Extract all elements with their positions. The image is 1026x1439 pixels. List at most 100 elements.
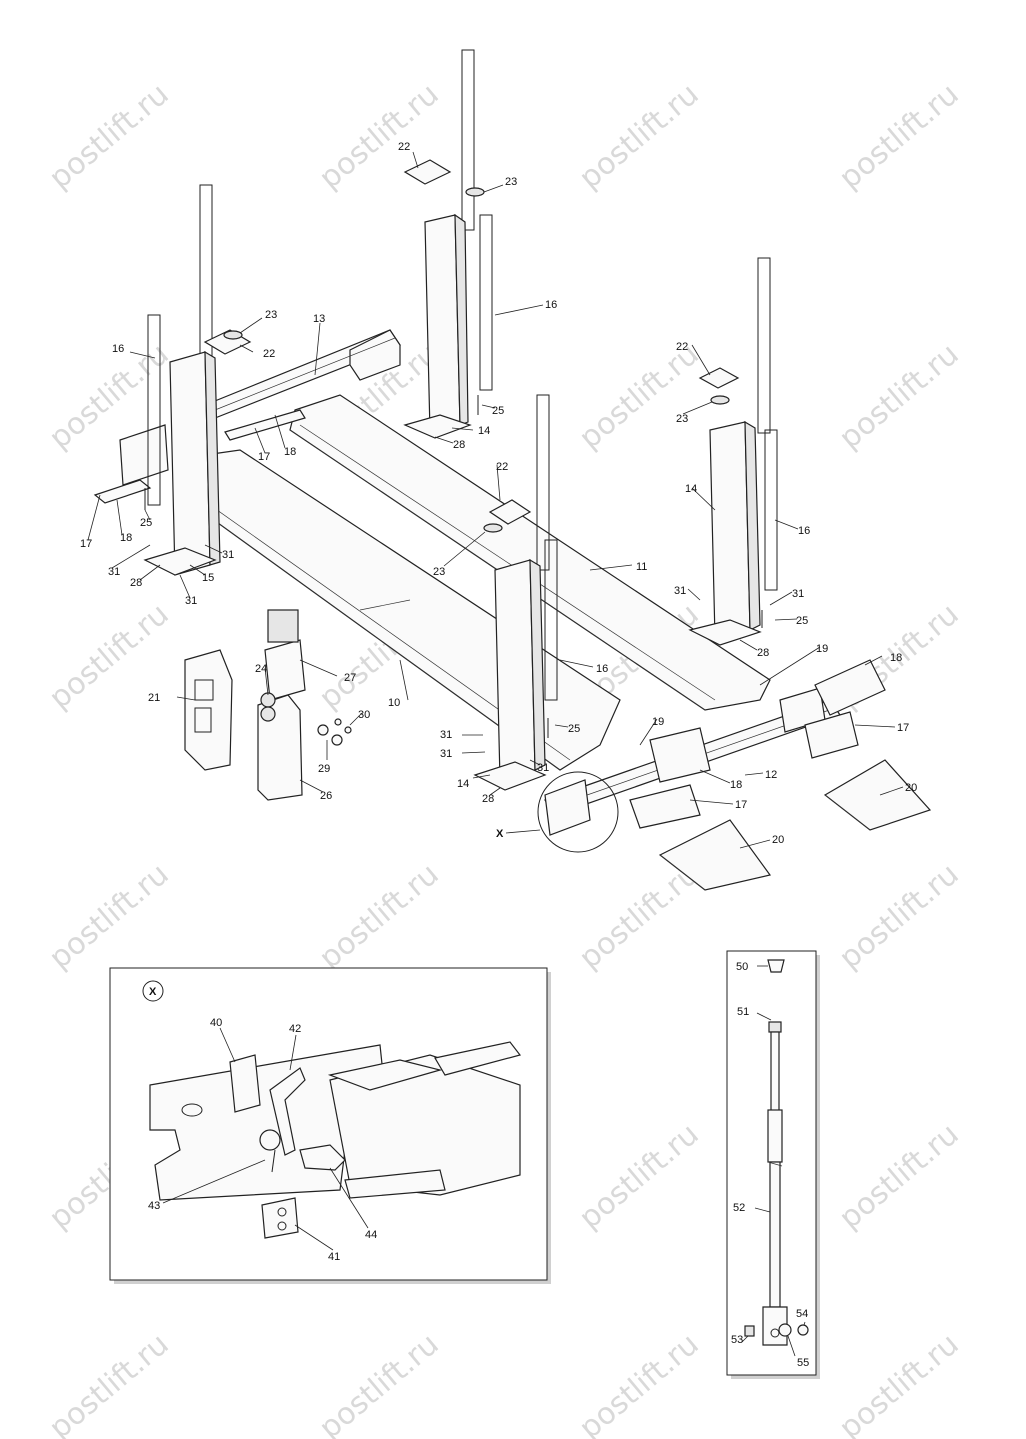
washer-30b: [344, 726, 352, 734]
callout-31: 31: [792, 588, 804, 600]
callout-16: 16: [545, 299, 557, 311]
ramp-20-right: [823, 759, 932, 831]
callout-54: 54: [796, 1308, 808, 1320]
callout-50: 50: [736, 961, 748, 973]
callout-11: 11: [636, 561, 647, 573]
callout-40: 40: [210, 1017, 222, 1029]
watermark: postlift.ru: [313, 857, 446, 976]
callout-20: 20: [772, 834, 784, 846]
cover-23-front-right: [710, 395, 730, 405]
nut-29b: [331, 734, 343, 746]
callout-22: 22: [263, 348, 275, 360]
part-52-tube: [769, 1161, 781, 1308]
callout-25: 25: [140, 517, 152, 529]
watermark: postlift.ru: [573, 77, 706, 196]
watermark: postlift.ru: [833, 337, 966, 456]
callout-19: 19: [652, 716, 664, 728]
callout-22: 22: [496, 461, 508, 473]
cover-22-front-left: [488, 499, 532, 525]
callout-28: 28: [482, 793, 494, 805]
callout-30: 30: [358, 709, 370, 721]
callout-18: 18: [120, 532, 132, 544]
part-cylinder-base: [762, 1306, 788, 1346]
plate-17-front-left: [629, 784, 701, 829]
callout-detail-x: X: [496, 828, 504, 840]
watermark: postlift.ru: [833, 1327, 966, 1439]
part-54: [797, 1324, 809, 1336]
watermark: postlift.ru: [573, 337, 706, 456]
part-40: [229, 1054, 261, 1113]
watermark: postlift.ru: [43, 77, 176, 196]
watermark: postlift.ru: [313, 1327, 446, 1439]
callout-53: 53: [731, 1334, 743, 1346]
callout-14: 14: [457, 778, 469, 790]
part-51-rod: [770, 1031, 780, 1113]
motor-24a: [260, 692, 276, 708]
callout-22: 22: [398, 141, 410, 153]
cover-23-rear-left: [223, 330, 243, 340]
callout-27: 27: [344, 672, 356, 684]
callout-14: 14: [478, 425, 490, 437]
callout-14: 14: [685, 483, 697, 495]
callout-15: 15: [202, 572, 214, 584]
nut-29a: [317, 724, 329, 736]
callout-26: 26: [320, 790, 332, 802]
callout-25: 25: [492, 405, 504, 417]
callout-25: 25: [796, 615, 808, 627]
part-42-latch: [269, 1067, 306, 1156]
callout-22: 22: [676, 341, 688, 353]
part-50-cap: [767, 959, 785, 973]
callout-10: 10: [388, 697, 400, 709]
crossbeam-12-end-left: [544, 779, 591, 836]
watermark: postlift.ru: [573, 1117, 706, 1236]
plate-17-front-right: [804, 711, 859, 759]
callout-16: 16: [112, 343, 124, 355]
callout-31: 31: [222, 549, 234, 561]
callout-42: 42: [289, 1023, 301, 1035]
part-53: [744, 1325, 755, 1337]
part-51-rod-top: [768, 1021, 782, 1033]
callout-16: 16: [798, 525, 810, 537]
part-41: [261, 1197, 299, 1239]
callout-31: 31: [108, 566, 120, 578]
callout-55: 55: [797, 1357, 809, 1369]
plate-18-front-left: [649, 727, 711, 783]
part-55: [778, 1323, 792, 1337]
callout-44: 44: [365, 1229, 377, 1241]
callout-18: 18: [730, 779, 742, 791]
callout-23: 23: [505, 176, 517, 188]
detail-x-badge: X: [149, 986, 157, 998]
cover-22-rear-right: [403, 159, 452, 185]
watermark: postlift.ru: [43, 857, 176, 976]
callout-28: 28: [453, 439, 465, 451]
callout-51: 51: [737, 1006, 749, 1018]
callout-52: 52: [733, 1202, 745, 1214]
watermark: postlift.ru: [43, 1327, 176, 1439]
callout-17: 17: [258, 451, 270, 463]
callout-31: 31: [537, 762, 549, 774]
callout-21: 21: [148, 692, 160, 704]
callout-13: 13: [313, 313, 325, 325]
callout-31: 31: [185, 595, 197, 607]
washer-30a: [334, 718, 342, 726]
callout-18: 18: [890, 652, 902, 664]
plate-17-rear: [93, 479, 152, 504]
leader-lines: [87, 151, 904, 849]
plate-18-rear: [224, 409, 306, 441]
callout-41: 41: [328, 1251, 340, 1263]
main-callouts: 22 23 23 22 13 16 16 25 14 28 17 18 17 1…: [80, 141, 917, 846]
callout-31: 31: [674, 585, 686, 597]
callout-31: 31: [440, 748, 452, 760]
watermark: postlift.ru: [573, 1327, 706, 1439]
callout-16: 16: [596, 663, 608, 675]
bracket-27: [264, 639, 306, 701]
bracket-rear-left: [119, 424, 169, 486]
callout-19: 19: [816, 643, 828, 655]
detail-x-badge-circle: [142, 980, 164, 1002]
cover-23-rear-right: [465, 187, 485, 197]
callout-23: 23: [676, 413, 688, 425]
callout-12: 12: [765, 769, 777, 781]
callout-28: 28: [130, 577, 142, 589]
watermark: postlift.ru: [833, 857, 966, 976]
